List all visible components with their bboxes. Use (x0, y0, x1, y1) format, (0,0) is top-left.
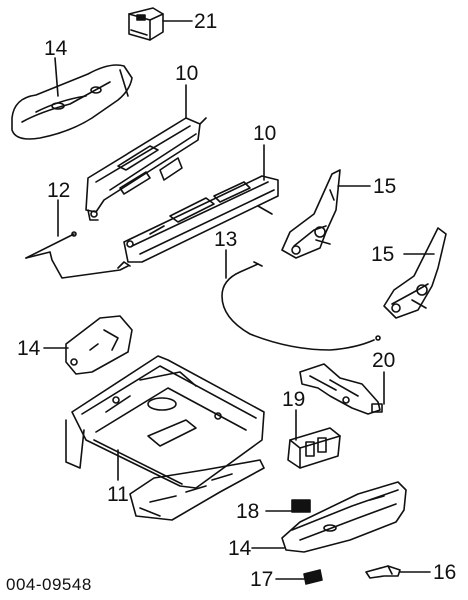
part-19-switch (288, 428, 340, 468)
part-16-knob (366, 566, 400, 578)
part-11-seat-frame (66, 356, 264, 520)
callout-16: 16 (433, 561, 457, 584)
callout-21: 21 (194, 10, 218, 33)
part-21-switch-cap (129, 8, 163, 40)
callout-12: 12 (47, 179, 71, 202)
callout-11: 11 (107, 483, 129, 506)
part-10-lower-track (124, 176, 278, 262)
callout-10-upper: 10 (175, 62, 199, 85)
part-10-upper-track (86, 118, 206, 220)
leader-14-upper (54, 57, 59, 97)
part-20-bracket (300, 364, 382, 414)
callout-19: 19 (282, 388, 306, 411)
callout-14-lower: 14 (228, 537, 252, 560)
part-14-lower-shield (282, 482, 406, 552)
callout-13: 13 (214, 228, 238, 251)
callout-10-lower: 10 (253, 122, 277, 145)
document-number: 004-09548 (6, 575, 92, 594)
part-18-small-switch (292, 500, 310, 512)
part-14-upper-shield (12, 65, 132, 139)
part-15-lower-recliner (384, 228, 446, 318)
part-12-release-rod (26, 231, 130, 278)
callout-15-lower: 15 (371, 243, 395, 266)
part-15-upper-recliner (282, 170, 340, 258)
part-14-middle-shield (66, 316, 132, 374)
part-17-clip (304, 570, 322, 584)
callout-14-upper: 14 (44, 37, 68, 60)
callout-20: 20 (372, 349, 396, 372)
callout-14-middle: 14 (17, 337, 41, 360)
callout-15-upper: 15 (373, 175, 397, 198)
part-13-cable (222, 262, 381, 350)
callout-17: 17 (250, 568, 274, 591)
callout-18: 18 (236, 500, 260, 523)
